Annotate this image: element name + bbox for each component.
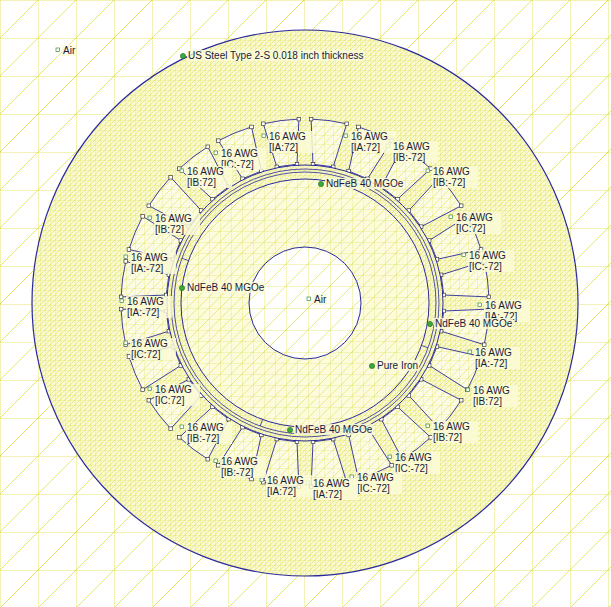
winding-label: 16 AWG [IA:72] bbox=[268, 131, 314, 153]
winding-label: 16 AWG [IC:72] bbox=[154, 384, 200, 406]
mesh-node bbox=[147, 398, 151, 402]
block-marker bbox=[462, 253, 466, 257]
mesh-node bbox=[119, 307, 123, 311]
mesh-node bbox=[124, 259, 128, 263]
block-marker bbox=[466, 388, 470, 392]
winding-label: 16 AWG [IB:72] bbox=[432, 421, 478, 443]
mesh-node bbox=[141, 215, 145, 219]
block-marker bbox=[180, 53, 185, 58]
mesh-node bbox=[169, 175, 173, 179]
block-marker bbox=[449, 215, 453, 219]
winding-label: 16 AWG [IA:-72] bbox=[126, 296, 172, 318]
magnet-boundary bbox=[260, 420, 262, 427]
mesh-node bbox=[147, 204, 151, 208]
winding-label: 16 AWG [IB:-72] bbox=[220, 456, 266, 478]
mesh-node bbox=[466, 388, 470, 392]
winding-label: 16 AWG [IA:-72] bbox=[130, 252, 176, 274]
mesh-node bbox=[217, 139, 221, 143]
material-label: US Steel Type 2-S 0.018 inch thickness bbox=[187, 50, 364, 61]
material-label: NdFeB 40 MGOe bbox=[325, 178, 404, 189]
mesh-node bbox=[487, 295, 491, 299]
mesh-node bbox=[141, 388, 145, 392]
mesh-node bbox=[297, 117, 301, 121]
block-marker bbox=[262, 134, 266, 138]
block-marker bbox=[179, 285, 184, 290]
winding-label: 16 AWG [IC:72] bbox=[455, 212, 501, 234]
mesh-node bbox=[127, 248, 131, 252]
mesh-node bbox=[261, 122, 265, 126]
mesh-node bbox=[206, 145, 210, 149]
block-marker bbox=[148, 387, 152, 391]
winding-label: 16 AWG [IA:72] bbox=[266, 475, 312, 497]
winding-label: 16 AWG [IA:-72] bbox=[474, 347, 520, 369]
mesh-node bbox=[169, 427, 173, 431]
winding-label: 16 AWG [IC:72] bbox=[130, 338, 176, 360]
block-marker bbox=[426, 424, 430, 428]
material-label: NdFeB 40 MGOe bbox=[434, 318, 513, 329]
block-marker bbox=[180, 425, 184, 429]
mesh-node bbox=[206, 457, 210, 461]
mesh-node bbox=[345, 122, 349, 126]
mesh-node bbox=[482, 343, 486, 347]
block-marker bbox=[214, 151, 218, 155]
block-marker bbox=[388, 455, 392, 459]
mesh-node bbox=[459, 398, 463, 402]
block-marker bbox=[369, 363, 374, 368]
region-label: Air bbox=[62, 45, 76, 56]
block-marker bbox=[214, 459, 218, 463]
block-marker bbox=[426, 169, 430, 173]
winding-label: 16 AWG [IB:-72] bbox=[432, 166, 478, 188]
magnet-boundary bbox=[182, 258, 189, 260]
winding-label: 16 AWG [IC:-72] bbox=[468, 250, 514, 272]
block-marker bbox=[260, 478, 264, 482]
winding-label: 16 AWG [IB:72] bbox=[472, 385, 518, 407]
winding-label: 16 AWG [IB:-72] bbox=[186, 422, 232, 444]
winding-label: 16 AWG [IA:72] bbox=[350, 131, 396, 153]
winding-label: 16 AWG [IC:-72] bbox=[356, 472, 402, 494]
block-marker bbox=[318, 181, 323, 186]
block-marker bbox=[120, 299, 124, 303]
block-marker bbox=[180, 169, 184, 173]
winding-label: 16 AWG [IA:72] bbox=[312, 478, 358, 500]
winding-label: 16 AWG [IB:72] bbox=[186, 166, 232, 188]
winding-slot bbox=[311, 119, 347, 167]
mesh-node bbox=[459, 204, 463, 208]
winding-label: 16 AWG [IB:-72] bbox=[392, 141, 438, 163]
block-marker bbox=[124, 341, 128, 345]
block-marker bbox=[287, 427, 292, 432]
block-marker bbox=[344, 134, 348, 138]
block-marker bbox=[148, 216, 152, 220]
block-marker bbox=[124, 255, 128, 259]
material-label: NdFeB 40 MGOe bbox=[294, 424, 373, 435]
mesh-node bbox=[119, 295, 123, 299]
winding-label: 16 AWG [IB:72] bbox=[154, 213, 200, 235]
block-marker bbox=[468, 350, 472, 354]
material-label: NdFeB 40 MGOe bbox=[186, 282, 265, 293]
block-marker bbox=[478, 303, 482, 307]
mesh-node bbox=[390, 464, 394, 468]
mesh-node bbox=[177, 436, 181, 440]
block-marker bbox=[307, 297, 311, 301]
mesh-node bbox=[250, 125, 254, 129]
magnet-boundary bbox=[422, 345, 429, 347]
winding-label: 16 AWG [IC:-72] bbox=[394, 452, 440, 474]
block-marker bbox=[427, 321, 432, 326]
mesh-node bbox=[357, 125, 361, 129]
region-label: Air bbox=[313, 294, 327, 305]
material-label: Pure Iron bbox=[376, 360, 419, 371]
block-marker bbox=[56, 48, 60, 52]
mesh-node bbox=[309, 117, 313, 121]
